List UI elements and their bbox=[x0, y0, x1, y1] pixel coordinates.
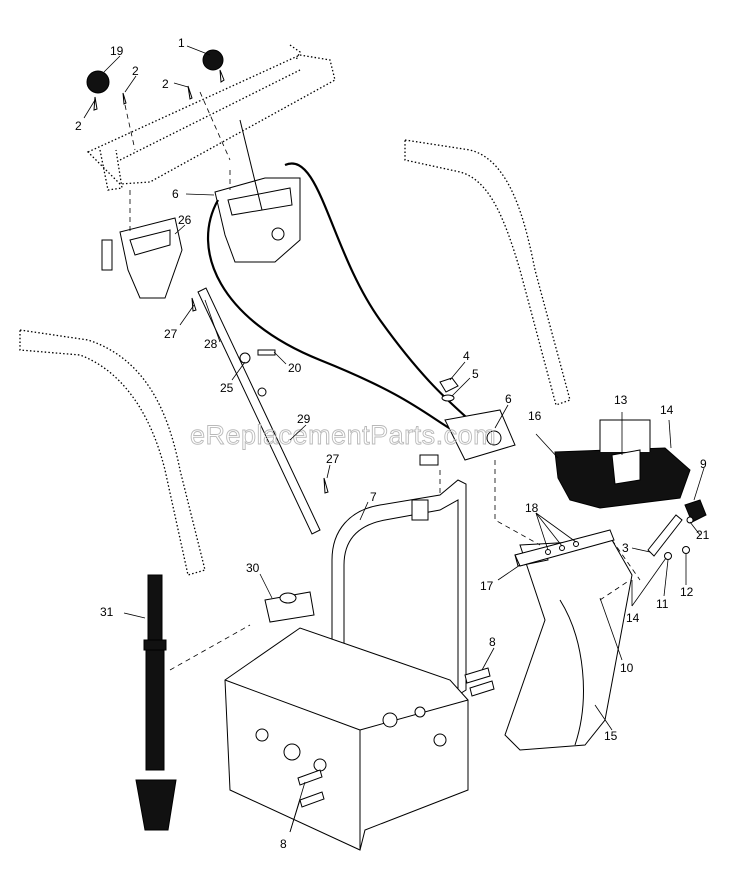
chute-control-cable bbox=[284, 162, 481, 431]
nuts-parts-11-12-21 bbox=[664, 516, 694, 560]
right-handle bbox=[404, 139, 571, 406]
bracket-part-26 bbox=[101, 217, 183, 299]
assembly-guide-lines bbox=[124, 91, 641, 671]
callout-21: 21 bbox=[696, 528, 710, 542]
callout-1: 1 bbox=[178, 36, 185, 50]
nut-part-4 bbox=[439, 377, 459, 393]
callout-8: 8 bbox=[489, 635, 496, 649]
callout-3: 3 bbox=[622, 541, 629, 555]
callout-2: 2 bbox=[132, 64, 139, 78]
callout-7: 7 bbox=[370, 490, 377, 504]
callout-4: 4 bbox=[463, 349, 470, 363]
callout-15: 15 bbox=[604, 729, 618, 743]
chute-deflector-part-16 bbox=[554, 419, 691, 509]
callout-10: 10 bbox=[620, 661, 634, 675]
clip-part-27 bbox=[191, 297, 329, 494]
clamp-part-30 bbox=[264, 591, 315, 623]
chute-flange-part-17-18 bbox=[514, 529, 615, 567]
callout-26: 26 bbox=[178, 213, 192, 227]
callout-14: 14 bbox=[626, 611, 640, 625]
watermark: eReplacementParts.com bbox=[190, 420, 496, 450]
left-handle bbox=[19, 329, 206, 576]
callout-14: 14 bbox=[660, 403, 674, 417]
callout-27: 27 bbox=[164, 327, 178, 341]
callout-28: 28 bbox=[204, 337, 218, 351]
index-bracket-part-6-upper bbox=[214, 119, 301, 263]
callout-6: 6 bbox=[505, 392, 512, 406]
callout-12: 12 bbox=[680, 585, 694, 599]
crank-rod-part-31 bbox=[135, 574, 177, 831]
callout-30: 30 bbox=[246, 561, 260, 575]
washer-part-5 bbox=[441, 394, 455, 402]
leader-lines bbox=[83, 45, 705, 833]
dash-panel-assembly bbox=[86, 44, 336, 191]
callout-25: 25 bbox=[220, 381, 234, 395]
frame-housing-plate bbox=[224, 627, 469, 851]
chute-support-frame-part-7 bbox=[331, 479, 467, 781]
callout-11: 11 bbox=[656, 597, 669, 611]
callout-8: 8 bbox=[280, 837, 287, 851]
handle-knob-part-9 bbox=[684, 499, 707, 523]
bracket-part-6-lower bbox=[419, 409, 516, 466]
callout-20: 20 bbox=[288, 361, 302, 375]
callout-9: 9 bbox=[700, 457, 707, 471]
callout-17: 17 bbox=[480, 579, 494, 593]
link-part-3 bbox=[647, 514, 683, 557]
bolt-part-20 bbox=[257, 349, 276, 356]
callout-19: 19 bbox=[110, 44, 124, 58]
callout-13: 13 bbox=[614, 393, 628, 407]
callout-2: 2 bbox=[75, 119, 82, 133]
chute-control-cable-2 bbox=[206, 199, 471, 441]
callout-29: 29 bbox=[297, 412, 311, 426]
callout-2: 2 bbox=[162, 77, 169, 91]
knob-part-1 bbox=[202, 49, 225, 83]
screws-part-2 bbox=[122, 85, 193, 105]
chute-rod-part-28-29 bbox=[197, 287, 321, 535]
bolts-part-8 bbox=[297, 667, 495, 808]
discharge-chute-part-15 bbox=[504, 539, 633, 751]
callout-6: 6 bbox=[172, 187, 179, 201]
callout-5: 5 bbox=[472, 367, 479, 381]
knob-part-19 bbox=[86, 70, 110, 111]
callout-27: 27 bbox=[326, 452, 340, 466]
callout-18: 18 bbox=[525, 501, 539, 515]
callout-16: 16 bbox=[528, 409, 542, 423]
callout-31: 31 bbox=[100, 605, 114, 619]
callout-labels: 1 2 2 2 3 4 5 6 6 7 8 8 9 10 11 12 13 14… bbox=[75, 36, 710, 851]
